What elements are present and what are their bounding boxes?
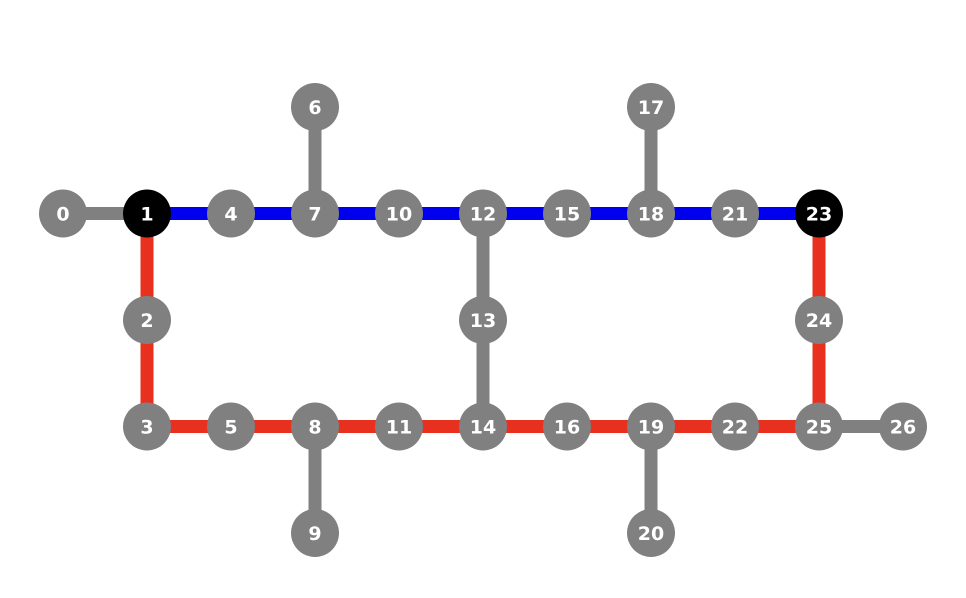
node-18: 18	[627, 189, 675, 238]
node-17: 17	[627, 83, 675, 131]
node-5: 5	[207, 402, 255, 451]
node-circle	[375, 189, 423, 238]
node-circle	[795, 189, 843, 238]
node-circle	[375, 402, 423, 451]
node-circle	[459, 402, 507, 451]
node-11: 11	[375, 402, 423, 451]
node-label: 20	[638, 523, 664, 545]
node-6: 6	[291, 83, 339, 131]
node-label: 1	[140, 204, 153, 226]
node-label: 24	[806, 310, 832, 332]
node-circle	[879, 402, 927, 451]
node-label: 8	[308, 417, 321, 439]
node-25: 25	[795, 402, 843, 451]
node-21: 21	[711, 189, 759, 238]
node-circle	[207, 402, 255, 451]
node-label: 21	[722, 204, 748, 226]
node-16: 16	[543, 402, 591, 451]
node-circle	[459, 296, 507, 344]
node-circle	[291, 189, 339, 238]
node-label: 4	[224, 204, 237, 226]
node-13: 13	[459, 296, 507, 344]
node-label: 13	[470, 310, 496, 332]
node-14: 14	[459, 402, 507, 451]
node-circle	[711, 402, 759, 451]
node-8: 8	[291, 402, 339, 451]
node-15: 15	[543, 189, 591, 238]
node-circle	[627, 509, 675, 557]
node-circle	[123, 189, 171, 238]
node-circle	[543, 189, 591, 238]
node-circle	[627, 189, 675, 238]
node-label: 11	[386, 417, 412, 439]
node-label: 18	[638, 204, 664, 226]
node-circle	[543, 402, 591, 451]
node-circle	[711, 189, 759, 238]
node-label: 6	[308, 97, 321, 119]
node-2: 2	[123, 296, 171, 344]
node-label: 3	[140, 417, 153, 439]
node-circle	[627, 402, 675, 451]
node-26: 26	[879, 402, 927, 451]
node-9: 9	[291, 509, 339, 557]
node-20: 20	[627, 509, 675, 557]
node-19: 19	[627, 402, 675, 451]
node-24: 24	[795, 296, 843, 344]
node-label: 25	[806, 417, 832, 439]
node-label: 7	[308, 204, 321, 226]
node-label: 19	[638, 417, 664, 439]
node-0: 0	[39, 189, 87, 238]
node-label: 15	[554, 204, 580, 226]
node-label: 9	[308, 523, 321, 545]
node-circle	[123, 402, 171, 451]
node-3: 3	[123, 402, 171, 451]
node-10: 10	[375, 189, 423, 238]
node-circle	[39, 189, 87, 238]
node-label: 14	[470, 417, 496, 439]
node-label: 2	[140, 310, 153, 332]
node-circle	[795, 402, 843, 451]
node-label: 12	[470, 204, 496, 226]
node-label: 26	[890, 417, 916, 439]
node-circle	[123, 296, 171, 344]
node-circle	[627, 83, 675, 131]
node-7: 7	[291, 189, 339, 238]
node-circle	[459, 189, 507, 238]
node-label: 23	[806, 204, 832, 226]
node-label: 16	[554, 417, 580, 439]
node-label: 10	[386, 204, 412, 226]
node-circle	[207, 189, 255, 238]
node-label: 0	[56, 204, 69, 226]
node-label: 17	[638, 97, 664, 119]
node-circle	[291, 83, 339, 131]
node-23: 23	[795, 189, 843, 238]
node-circle	[291, 402, 339, 451]
node-22: 22	[711, 402, 759, 451]
node-label: 5	[224, 417, 237, 439]
node-1: 1	[123, 189, 171, 238]
node-circle	[795, 296, 843, 344]
node-circle	[291, 509, 339, 557]
node-12: 12	[459, 189, 507, 238]
node-4: 4	[207, 189, 255, 238]
node-label: 22	[722, 417, 748, 439]
